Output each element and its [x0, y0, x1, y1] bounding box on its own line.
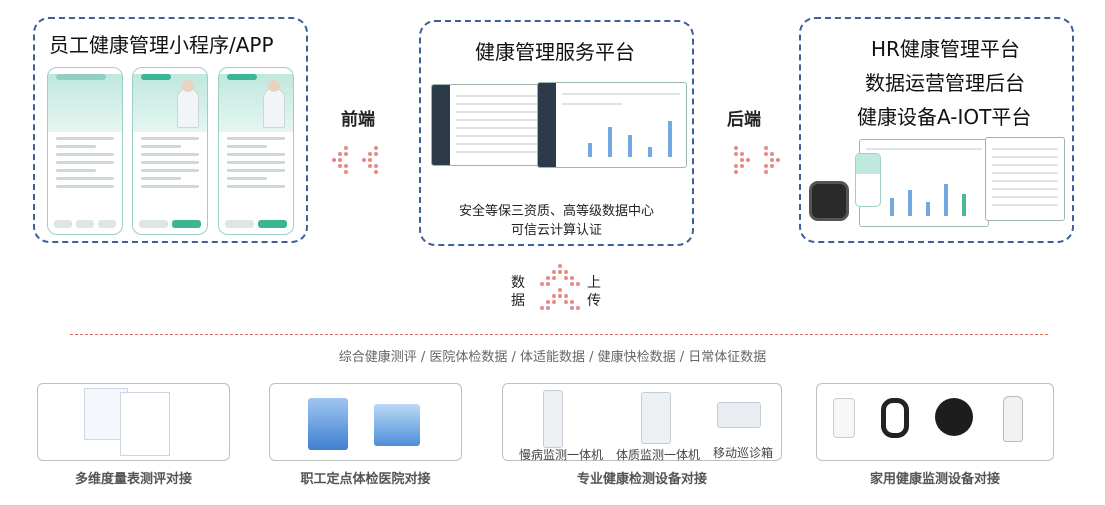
- smart-scale-icon: [935, 398, 973, 436]
- home-device-integration-box: [816, 383, 1054, 461]
- dashboard-screen-1: [431, 84, 551, 166]
- upload-char-4: 传: [587, 293, 601, 309]
- frontend-app-title: 员工健康管理小程序/APP: [49, 33, 274, 57]
- survey-integration-label: 多维度量表测评对接: [74, 472, 192, 487]
- pro-device-integration-box: 慢病监测一体机 体质监测一体机 移动巡诊箱: [502, 383, 782, 462]
- backend-title-2: 数据运营管理后台: [865, 71, 1025, 95]
- service-platform-caption: 安全等保三资质、高等级数据中心 可信云计算认证: [421, 202, 692, 240]
- data-types-text: 综合健康测评 / 医院体检数据 / 体适能数据 / 健康快检数据 / 日常体征数…: [338, 350, 767, 365]
- clinic-building-icon: [374, 404, 420, 446]
- smartwatch-icon: [809, 181, 849, 221]
- hospital-integration-label: 职工定点体检医院对接: [300, 472, 431, 487]
- hospital-building-icon: [308, 398, 348, 450]
- fitness-monitor-machine-icon: [641, 392, 671, 444]
- frontend-label: 前端: [341, 110, 375, 130]
- upload-label-right: 上 传: [586, 274, 602, 310]
- upload-char-1: 数: [511, 275, 525, 291]
- backend-title-1: HR健康管理平台: [871, 37, 1020, 61]
- survey-tablet-image-2: [120, 392, 170, 456]
- backend-phone: [855, 153, 881, 207]
- iot-table-screen: [985, 137, 1065, 221]
- up-arrow-icon: [540, 264, 580, 310]
- fitness-band-icon: [881, 398, 909, 438]
- mobile-case-icon: [717, 402, 761, 428]
- upload-char-2: 据: [511, 293, 525, 309]
- phone-screen-3: [218, 67, 294, 235]
- backend-platform-box: HR健康管理平台 数据运营管理后台 健康设备A-IOT平台: [799, 17, 1074, 243]
- caption-line-1: 安全等保三资质、高等级数据中心: [458, 204, 654, 219]
- dashboard-screen-2: [537, 82, 687, 168]
- caption-line-2: 可信云计算认证: [510, 223, 602, 238]
- phone-screen-2: [132, 67, 208, 235]
- survey-integration-box: [37, 383, 230, 461]
- home-device-integration-label: 家用健康监测设备对接: [869, 472, 1000, 487]
- glucose-meter-icon: [833, 398, 855, 438]
- device-label-1: 慢病监测一体机: [519, 448, 604, 462]
- section-divider: [70, 334, 1048, 335]
- device-label-3: 移动巡诊箱: [713, 446, 774, 460]
- right-arrow-icon: [722, 146, 780, 174]
- backend-label: 后端: [727, 110, 761, 130]
- hospital-integration-box: [269, 383, 462, 461]
- frontend-app-box: 员工健康管理小程序/APP: [33, 17, 308, 243]
- phone-screen-1: [47, 67, 123, 235]
- upload-char-3: 上: [587, 275, 601, 291]
- device-label-2: 体质监测一体机: [616, 448, 701, 462]
- thermometer-icon: [1003, 396, 1023, 442]
- service-platform-title: 健康管理服务平台: [475, 40, 635, 64]
- pro-device-integration-label: 专业健康检测设备对接: [576, 472, 707, 487]
- backend-title-3: 健康设备A-IOT平台: [857, 105, 1032, 129]
- service-platform-box: 健康管理服务平台 安全等保三资质、高等级数据中心 可信云计算认证: [419, 20, 694, 246]
- chronic-monitor-machine-icon: [543, 390, 563, 448]
- left-arrow-icon: [332, 146, 390, 174]
- upload-label-left: 数 据: [510, 274, 526, 310]
